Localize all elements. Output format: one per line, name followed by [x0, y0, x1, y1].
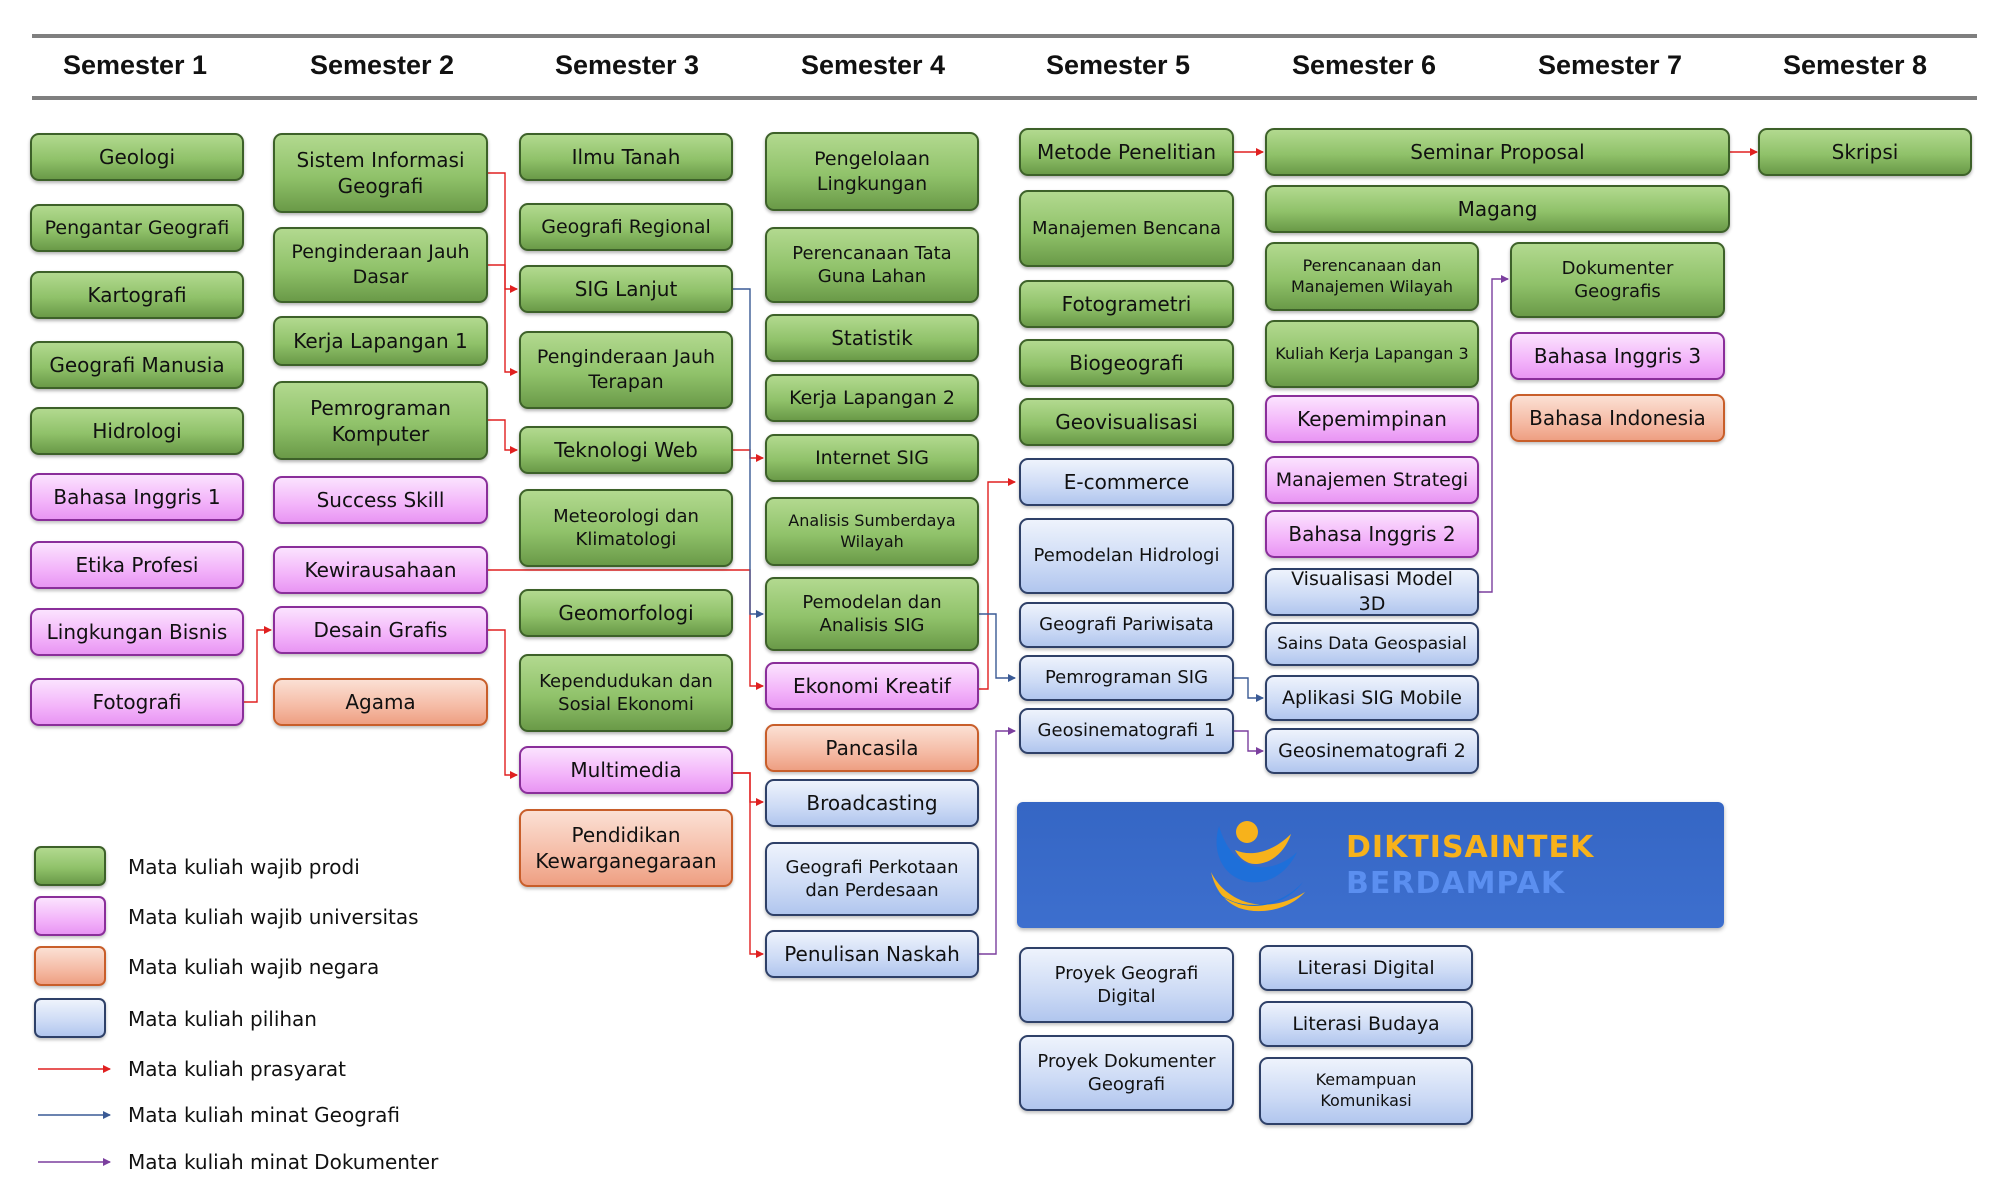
course-bahasa-inggris-2: Bahasa Inggris 2: [1265, 510, 1479, 558]
course-geovisualisasi: Geovisualisasi: [1019, 398, 1234, 446]
course-kartografi: Kartografi: [30, 271, 244, 319]
course-multimedia: Multimedia: [519, 746, 733, 794]
legend-swatch-wajib-universitas: [34, 896, 106, 936]
semester-3-header: Semester 3: [554, 50, 700, 80]
diktisaintek-logo-icon: [1211, 821, 1305, 912]
course-pemrograman-komputer: Pemrograman Komputer: [273, 381, 488, 460]
course-desain-grafis: Desain Grafis: [273, 606, 488, 654]
semester-8-header: Semester 8: [1782, 50, 1928, 80]
semester-5-header: Semester 5: [1045, 50, 1191, 80]
course-meteorologi-dan-klimatologi: Meteorologi dan Klimatologi: [519, 489, 733, 567]
course-geografi-regional: Geografi Regional: [519, 203, 733, 251]
course-manajemen-bencana: Manajemen Bencana: [1019, 190, 1234, 267]
course-sig-lanjut: SIG Lanjut: [519, 265, 733, 313]
course-pemrograman-sig: Pemrograman SIG: [1019, 655, 1234, 701]
semester-6-header: Semester 6: [1291, 50, 1437, 80]
legend-swatch-wajib-negara: [34, 946, 106, 986]
course-proyek-geografi-digital: Proyek Geografi Digital: [1019, 947, 1234, 1023]
legend-label-wajib-prodi: Mata kuliah wajib prodi: [128, 855, 360, 879]
header-rule-bottom: [32, 96, 1977, 100]
course-etika-profesi: Etika Profesi: [30, 541, 244, 589]
course-penginderaan-jauh-dasar: Penginderaan Jauh Dasar: [273, 227, 488, 303]
course-pengelolaan-lingkungan: Pengelolaan Lingkungan: [765, 132, 979, 211]
course-kepemimpinan: Kepemimpinan: [1265, 395, 1479, 443]
course-biogeografi: Biogeografi: [1019, 339, 1234, 387]
course-geografi-pariwisata: Geografi Pariwisata: [1019, 602, 1234, 648]
semester-2-header: Semester 2: [309, 50, 455, 80]
course-fotografi: Fotografi: [30, 678, 244, 726]
course-pemodelan-dan-analisis-sig: Pemodelan dan Analisis SIG: [765, 577, 979, 651]
course-kependudukan-dan-sosial-ekonomi: Kependudukan dan Sosial Ekonomi: [519, 654, 733, 732]
course-internet-sig: Internet SIG: [765, 434, 979, 482]
legend-swatch-pilihan: [34, 998, 106, 1038]
course-pendidikan-kewarganegaraan: Pendidikan Kewarganegaraan: [519, 809, 733, 887]
legend-label-minat-dokumenter: Mata kuliah minat Dokumenter: [128, 1150, 439, 1174]
course-pengantar-geografi: Pengantar Geografi: [30, 204, 244, 252]
course-statistik: Statistik: [765, 314, 979, 362]
course-magang: Magang: [1265, 185, 1730, 233]
legend-label-wajib-negara: Mata kuliah wajib negara: [128, 955, 380, 979]
legend-label-pilihan: Mata kuliah pilihan: [128, 1007, 317, 1031]
course-ekonomi-kreatif: Ekonomi Kreatif: [765, 662, 979, 710]
course-geografi-manusia: Geografi Manusia: [30, 341, 244, 389]
course-kuliah-kerja-lapangan-3: Kuliah Kerja Lapangan 3: [1265, 320, 1479, 388]
legend-label-prasyarat: Mata kuliah prasyarat: [128, 1057, 347, 1081]
banner-line-2: BERDAMPAK: [1346, 866, 1566, 901]
course-bahasa-inggris-3: Bahasa Inggris 3: [1510, 332, 1725, 380]
course-sains-data-geospasial: Sains Data Geospasial: [1265, 622, 1479, 666]
course-pemodelan-hidrologi: Pemodelan Hidrologi: [1019, 518, 1234, 594]
legend-label-minat-geografi: Mata kuliah minat Geografi: [128, 1103, 400, 1127]
course-success-skill: Success Skill: [273, 476, 488, 524]
course-penginderaan-jauh-terapan: Penginderaan Jauh Terapan: [519, 331, 733, 409]
course-geosinematografi-2: Geosinematografi 2: [1265, 728, 1479, 774]
course-agama: Agama: [273, 678, 488, 726]
course-literasi-budaya: Literasi Budaya: [1259, 1001, 1473, 1047]
course-kerja-lapangan-1: Kerja Lapangan 1: [273, 316, 488, 366]
course-perencanaan-tata-guna-lahan: Perencanaan Tata Guna Lahan: [765, 227, 979, 303]
course-lingkungan-bisnis: Lingkungan Bisnis: [30, 608, 244, 656]
course-bahasa-inggris-1: Bahasa Inggris 1: [30, 473, 244, 521]
course-visualisasi-model-3d: Visualisasi Model 3D: [1265, 568, 1479, 616]
header-rule-top: [32, 34, 1977, 38]
legend-swatch-wajib-prodi: [34, 846, 106, 886]
course-kerja-lapangan-2: Kerja Lapangan 2: [765, 374, 979, 422]
legend-label-wajib-universitas: Mata kuliah wajib universitas: [128, 905, 419, 929]
banner-line-1: DIKTISAINTEK: [1346, 830, 1595, 865]
course-geologi: Geologi: [30, 133, 244, 181]
course-proyek-dokumenter-geografi: Proyek Dokumenter Geografi: [1019, 1035, 1234, 1111]
course-analisis-sumberdaya-wilayah: Analisis Sumberdaya Wilayah: [765, 497, 979, 566]
semester-1-header: Semester 1: [62, 50, 208, 80]
diktisaintek-banner: DIKTISAINTEK BERDAMPAK: [1017, 802, 1724, 928]
course-skripsi: Skripsi: [1758, 128, 1972, 176]
course-kemampuan-komunikasi: Kemampuan Komunikasi: [1259, 1057, 1473, 1125]
course-ilmu-tanah: Ilmu Tanah: [519, 133, 733, 181]
course-dokumenter-geografis: Dokumenter Geografis: [1510, 242, 1725, 318]
course-fotogrametri: Fotogrametri: [1019, 280, 1234, 328]
course-literasi-digital: Literasi Digital: [1259, 945, 1473, 991]
course-pancasila: Pancasila: [765, 724, 979, 772]
course-seminar-proposal: Seminar Proposal: [1265, 128, 1730, 176]
semester-7-header: Semester 7: [1537, 50, 1683, 80]
course-aplikasi-sig-mobile: Aplikasi SIG Mobile: [1265, 675, 1479, 721]
course-penulisan-naskah: Penulisan Naskah: [765, 930, 979, 978]
course-bahasa-indonesia: Bahasa Indonesia: [1510, 394, 1725, 442]
course-kewirausahaan: Kewirausahaan: [273, 546, 488, 594]
course-geografi-perkotaan-dan-perdesaan: Geografi Perkotaan dan Perdesaan: [765, 842, 979, 916]
course-broadcasting: Broadcasting: [765, 779, 979, 827]
course-teknologi-web: Teknologi Web: [519, 426, 733, 474]
course-geomorfologi: Geomorfologi: [519, 589, 733, 637]
course-hidrologi: Hidrologi: [30, 407, 244, 455]
course-geosinematografi-1: Geosinematografi 1: [1019, 708, 1234, 754]
course-sistem-informasi-geografi: Sistem Informasi Geografi: [273, 133, 488, 213]
semester-4-header: Semester 4: [800, 50, 946, 80]
course-manajemen-strategi: Manajemen Strategi: [1265, 456, 1479, 504]
course-metode-penelitian: Metode Penelitian: [1019, 128, 1234, 176]
course-perencanaan-dan-manajemen-wilayah: Perencanaan dan Manajemen Wilayah: [1265, 242, 1479, 311]
course-e-commerce: E-commerce: [1019, 458, 1234, 506]
